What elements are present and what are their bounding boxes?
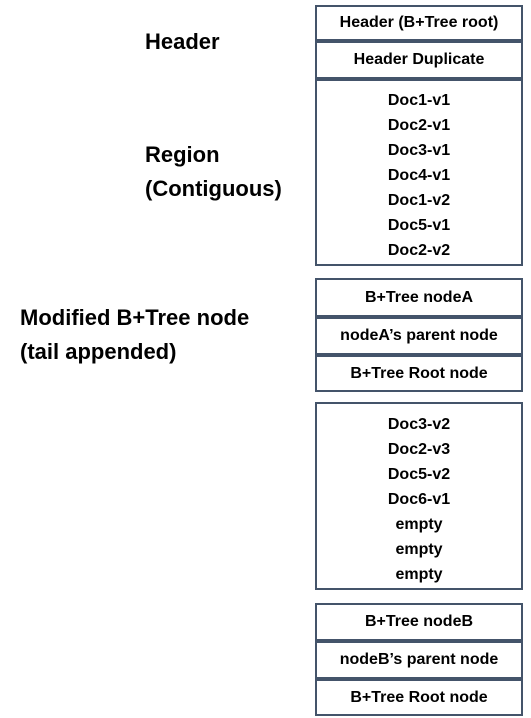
header-duplicate-cell: Header Duplicate bbox=[315, 41, 523, 79]
empty-slot: empty bbox=[395, 566, 443, 583]
btree-node-b: B+Tree nodeB bbox=[315, 603, 523, 641]
node-a-parent: nodeA’s parent node bbox=[315, 317, 523, 355]
header-root-cell: Header (B+Tree root) bbox=[315, 5, 523, 41]
doc-entry: Doc1-v1 bbox=[387, 92, 451, 109]
btree-root-node-2: B+Tree Root node bbox=[315, 679, 523, 716]
btree-root-node-1: B+Tree Root node bbox=[315, 355, 523, 392]
region-block-2: Doc3-v2 Doc2-v3 Doc5-v2 Doc6-v1 empty em… bbox=[315, 402, 523, 590]
region-label-line1: Region bbox=[145, 142, 220, 167]
btree-node-a: B+Tree nodeA bbox=[315, 278, 523, 317]
doc-entry: Doc3-v2 bbox=[387, 416, 451, 433]
doc-entry: Doc4-v1 bbox=[387, 167, 451, 184]
doc-entry: Doc2-v1 bbox=[387, 117, 451, 134]
doc-entry: Doc1-v2 bbox=[387, 192, 451, 209]
doc-entry: Doc6-v1 bbox=[387, 491, 451, 508]
region-block-1: Doc1-v1 Doc2-v1 Doc3-v1 Doc4-v1 Doc1-v2 … bbox=[315, 79, 523, 266]
modified-btree-label: Modified B+Tree node (tail appended) bbox=[20, 301, 249, 369]
node-b-parent: nodeB’s parent node bbox=[315, 641, 523, 679]
region-label-line2: (Contiguous) bbox=[145, 176, 282, 201]
doc-entry: Doc2-v2 bbox=[387, 242, 451, 259]
empty-slot: empty bbox=[395, 541, 443, 558]
header-label: Header bbox=[145, 29, 220, 54]
region-label: Region (Contiguous) bbox=[145, 138, 282, 206]
doc-entry: Doc3-v1 bbox=[387, 142, 451, 159]
doc-entry: Doc5-v1 bbox=[387, 217, 451, 234]
doc-entry: Doc5-v2 bbox=[387, 466, 451, 483]
modified-label-line1: Modified B+Tree node bbox=[20, 305, 250, 330]
empty-slot: empty bbox=[395, 516, 443, 533]
doc-entry: Doc2-v3 bbox=[387, 441, 451, 458]
modified-label-line2: (tail appended) bbox=[20, 339, 177, 364]
